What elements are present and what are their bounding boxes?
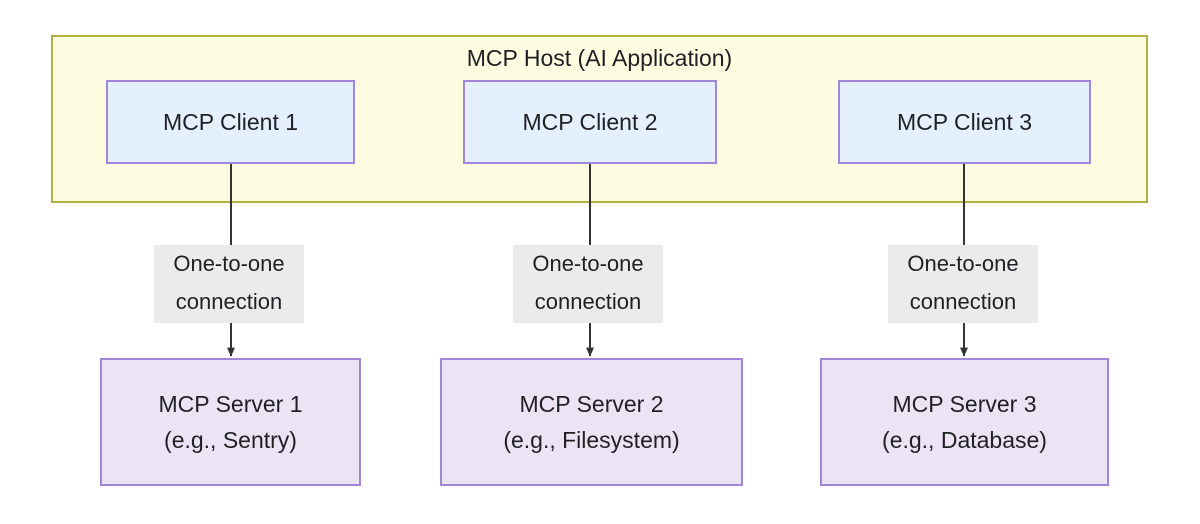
mcp-client-2-node[interactable]: MCP Client 2 xyxy=(463,80,717,164)
mcp-client-1-label: MCP Client 1 xyxy=(162,109,299,135)
mcp-client-2-label: MCP Client 2 xyxy=(522,109,658,135)
mcp-host-title: MCP Host (AI Application) xyxy=(466,45,733,71)
edge-label-one-to-one-2: One-to-one connection xyxy=(513,245,663,323)
edge-label-3-line1: One-to-one xyxy=(907,251,1019,276)
edge-label-2-line2: connection xyxy=(534,289,642,314)
edge-label-1-line1: One-to-one xyxy=(173,251,285,276)
mcp-server-2-label: MCP Server 2 xyxy=(519,391,664,417)
edge-label-2-line1: One-to-one xyxy=(532,251,644,276)
mcp-server-2-sublabel: (e.g., Filesystem) xyxy=(503,427,680,453)
mcp-server-2-node[interactable]: MCP Server 2 (e.g., Filesystem) xyxy=(440,358,743,486)
mcp-server-1-sublabel: (e.g., Sentry) xyxy=(164,427,297,453)
edge-label-1-line2: connection xyxy=(175,289,283,314)
mcp-server-1-node[interactable]: MCP Server 1 (e.g., Sentry) xyxy=(100,358,361,486)
mcp-server-1-label: MCP Server 1 xyxy=(158,391,303,417)
mcp-client-3-node[interactable]: MCP Client 3 xyxy=(838,80,1091,164)
edge-label-one-to-one-1: One-to-one connection xyxy=(154,245,304,323)
edge-label-one-to-one-3: One-to-one connection xyxy=(888,245,1038,323)
mcp-server-3-label: MCP Server 3 xyxy=(892,391,1037,417)
mcp-server-3-sublabel: (e.g., Database) xyxy=(882,427,1047,453)
mcp-client-1-node[interactable]: MCP Client 1 xyxy=(106,80,355,164)
edge-label-3-line2: connection xyxy=(909,289,1017,314)
mcp-client-3-label: MCP Client 3 xyxy=(896,109,1033,135)
mcp-server-3-node[interactable]: MCP Server 3 (e.g., Database) xyxy=(820,358,1109,486)
